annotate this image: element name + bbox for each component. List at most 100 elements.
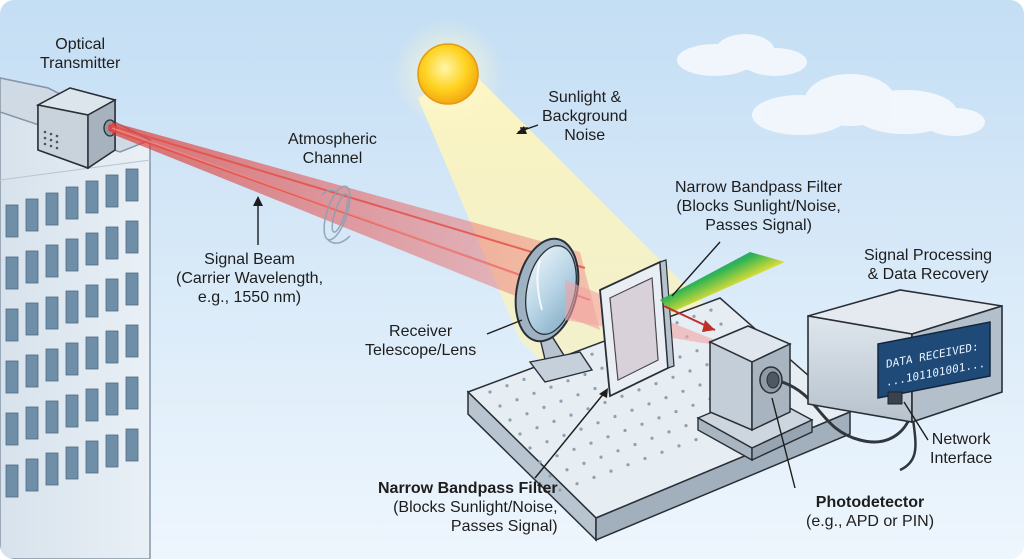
breadboard-hole <box>637 388 641 392</box>
breadboard-hole <box>684 424 688 428</box>
breadboard-hole <box>535 426 539 430</box>
label-signal-processing: Signal Processing & Data Recovery <box>864 247 993 283</box>
building-window <box>85 180 99 214</box>
data-display-screen <box>877 321 991 399</box>
breadboard-hole <box>508 418 512 422</box>
breadboard-hole <box>695 349 699 353</box>
building-window <box>25 250 39 284</box>
breadboard-hole <box>623 428 627 433</box>
breadboard-hole <box>654 382 658 386</box>
building-window <box>105 226 119 260</box>
breadboard-hole <box>583 372 587 377</box>
breadboard-hole <box>675 321 679 325</box>
sun-icon <box>417 43 479 105</box>
building-window <box>85 440 99 474</box>
breadboard-hole <box>613 414 617 419</box>
building-window <box>65 238 79 272</box>
label-signal-beam: Signal Beam (Carrier Wavelength, e.g., 1… <box>176 251 324 306</box>
breadboard-hole <box>576 393 580 397</box>
breadboard-hole <box>620 394 624 398</box>
building-window <box>45 192 59 226</box>
building-window <box>5 308 19 342</box>
breadboard-hole <box>647 402 651 406</box>
signal-cable <box>781 380 914 444</box>
building-window <box>65 290 79 324</box>
building-window <box>85 284 99 318</box>
breadboard-hole <box>705 363 709 367</box>
breadboard-hole <box>549 385 553 389</box>
label-sunlight-noise: Sunlight & Background Noise <box>542 89 628 144</box>
cloud-icon <box>677 34 807 76</box>
breadboard-hole <box>518 432 522 436</box>
breadboard-hole <box>691 403 695 407</box>
breadboard-hole <box>592 475 596 479</box>
breadboard-hole <box>558 488 562 492</box>
building-window <box>5 464 19 498</box>
building-window <box>125 428 139 462</box>
breadboard-hole <box>719 322 723 326</box>
breadboard-hole <box>643 456 647 461</box>
breadboard-hole <box>593 386 597 391</box>
breadboard-hole <box>600 366 604 370</box>
bandpass-filter <box>599 259 675 398</box>
label-atmospheric-channel: Atmospheric Channel <box>288 131 377 167</box>
breadboard-hole <box>548 474 552 478</box>
breadboard-hole <box>515 398 519 402</box>
breadboard-hole <box>532 391 536 395</box>
breadboard-hole <box>671 375 675 379</box>
building-window <box>105 330 119 364</box>
rejected-spectrum <box>660 252 785 312</box>
breadboard-hole <box>562 433 566 437</box>
breadboard-hole <box>667 430 671 434</box>
building-window <box>25 302 39 336</box>
network-port-icon <box>887 391 903 405</box>
label-pointers <box>257 124 929 489</box>
breadboard-hole <box>569 413 573 417</box>
building-window <box>65 342 79 376</box>
breadboard-hole <box>566 379 570 383</box>
breadboard-hole <box>575 482 579 486</box>
breadboard-hole <box>606 435 610 439</box>
breadboard-hole <box>525 412 529 416</box>
breadboard-hole <box>545 440 549 444</box>
building-window <box>85 336 99 370</box>
label-receiver-telescope: Receiver Telescope/Lens <box>365 323 477 359</box>
building-window <box>85 388 99 422</box>
breadboard-hole <box>660 450 664 454</box>
cloud-icon <box>752 74 985 136</box>
label-filter-bottom: Narrow Bandpass Filter (Blocks Sunlight/… <box>378 480 558 535</box>
building-window <box>65 394 79 428</box>
breadboard-hole <box>677 444 681 448</box>
building-window <box>45 452 59 486</box>
breadboard-hole <box>579 427 583 431</box>
breadboard-hole <box>609 469 613 473</box>
breadboard-hole <box>709 308 713 312</box>
building-window <box>5 412 19 446</box>
receiver-lens <box>514 237 594 383</box>
building-window <box>45 400 59 434</box>
building-window <box>45 244 59 278</box>
breadboard-hole <box>603 400 607 405</box>
building-window <box>105 382 119 416</box>
building-window <box>45 296 59 330</box>
label-filter-top: Narrow Bandpass Filter (Blocks Sunlight/… <box>675 179 843 234</box>
breadboard-hole <box>650 436 654 440</box>
building-window <box>65 186 79 220</box>
breadboard-hole <box>674 410 678 414</box>
building-window <box>5 256 19 290</box>
label-network-interface: Network Interface <box>930 431 993 467</box>
breadboard-hole <box>694 438 698 442</box>
atmospheric-turbulence-icon <box>321 185 351 244</box>
breadboard-hole <box>664 396 668 400</box>
building-window <box>25 354 39 388</box>
breadboard-hole <box>552 419 556 423</box>
building <box>0 77 152 559</box>
breadboard-hole <box>678 355 682 359</box>
building-window <box>25 458 39 492</box>
breadboard-hole <box>488 390 492 394</box>
optical-transmitter-device <box>35 87 117 170</box>
breadboard-hole <box>522 377 526 381</box>
breadboard-hole <box>630 408 634 412</box>
building-window <box>5 204 19 238</box>
